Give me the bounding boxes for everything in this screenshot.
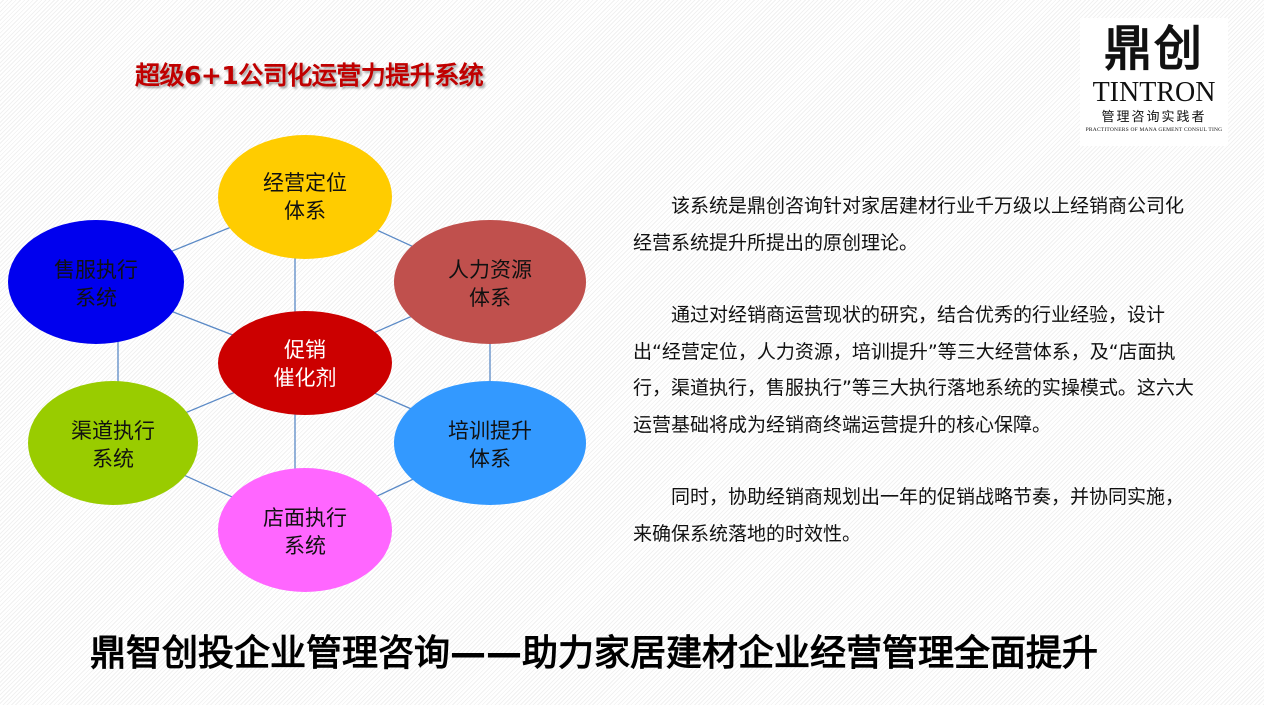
node-business-positioning: 经营定位 体系 (218, 135, 392, 259)
node-label-line1: 售服执行 (54, 258, 138, 282)
description-text: 该系统是鼎创咨询针对家居建材行业千万级以上经销商公司化经营系统提升所提出的原创理… (633, 188, 1198, 588)
node-label-line2: 系统 (92, 447, 134, 471)
node-ellipse (218, 311, 392, 415)
tintron-logo: 鼎创 TINTRON 管理咨询实践者 PRACTITONERS OF MANA … (1080, 18, 1228, 146)
slide-title: 超级6+1公司化运营力提升系统 (135, 61, 484, 90)
node-label-line1: 培训提升 (448, 419, 532, 443)
description-paragraph: 该系统是鼎创咨询针对家居建材行业千万级以上经销商公司化经营系统提升所提出的原创理… (633, 195, 1185, 254)
node-label-line1: 人力资源 (448, 258, 532, 282)
node-after-sales-execution: 售服执行 系统 (8, 220, 184, 344)
node-label-line2: 系统 (284, 534, 326, 558)
node-ellipse (28, 381, 198, 505)
logo-tagline-en: PRACTITONERS OF MANA GEMENT CONSUL TING (1085, 127, 1223, 133)
node-channel-execution: 渠道执行 系统 (28, 381, 198, 505)
node-label-line1: 促销 (284, 338, 326, 362)
node-label-line2: 体系 (284, 199, 326, 223)
node-label-line1: 经营定位 (263, 171, 347, 195)
six-plus-one-diagram: 经营定位 体系 人力资源 体系 售服执行 系统 渠道执行 系统 培训提升 体系 … (8, 135, 586, 592)
node-store-execution: 店面执行 系统 (218, 468, 392, 592)
node-label-line1: 店面执行 (263, 506, 347, 530)
node-human-resources: 人力资源 体系 (394, 220, 586, 344)
logo-brand-name: TINTRON (1092, 77, 1216, 108)
node-label-line1: 渠道执行 (71, 419, 155, 443)
node-ellipse (218, 135, 392, 259)
node-ellipse (218, 468, 392, 592)
node-label-line2: 系统 (75, 286, 117, 310)
description-paragraph: 同时，协助经销商规划出一年的促销战略节奏，并协同实施，来确保系统落地的时效性。 (633, 486, 1185, 545)
description-paragraph: 通过对经销商运营现状的研究，结合优秀的行业经验，设计出“经营定位，人力资源，培训… (633, 304, 1194, 436)
node-ellipse (394, 381, 586, 505)
node-label-line2: 体系 (469, 447, 511, 471)
node-ellipse (394, 220, 586, 344)
footer-slogan: 鼎智创投企业管理咨询——助力家居建材企业经营管理全面提升 (90, 633, 1099, 674)
node-promotion-catalyst: 促销 催化剂 (218, 311, 392, 415)
node-label-line2: 催化剂 (274, 366, 337, 390)
node-label-line2: 体系 (469, 286, 511, 310)
logo-tagline-cn: 管理咨询实践者 (1101, 110, 1207, 125)
node-ellipse (8, 220, 184, 344)
node-training-upgrade: 培训提升 体系 (394, 381, 586, 505)
logo-chinese-mark: 鼎创 (1103, 21, 1204, 77)
